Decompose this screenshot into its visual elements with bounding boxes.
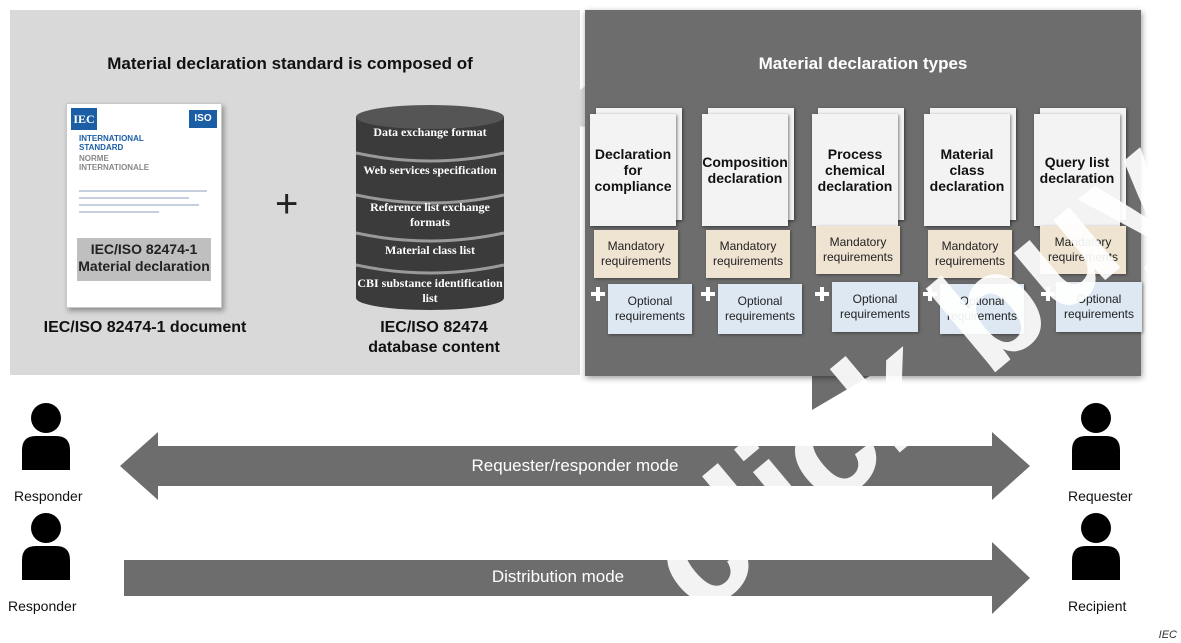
declaration-type-query-list: Query list declaration: [1034, 108, 1128, 226]
watermark-text: click buy full: [613, 0, 1181, 643]
document-label: IEC/ISO 82474-1 Material declaration: [77, 238, 211, 281]
declaration-type-material-class: Material class declaration: [924, 108, 1018, 226]
plus-icon: [923, 287, 937, 301]
declaration-type-name: Query list declaration: [1034, 114, 1120, 226]
plus-icon: [701, 287, 715, 301]
declaration-types-title: Material declaration types: [758, 54, 968, 73]
db-item-reference-list: Reference list exchange formats: [370, 200, 490, 229]
optional-requirements-note: Optional requirements: [940, 284, 1024, 334]
db-item-web-services: Web services specification: [363, 163, 497, 177]
requester-responder-double-arrow: [120, 432, 1030, 500]
norme-internationale-text: NORME INTERNATIONALE: [79, 154, 150, 172]
plus-icon: [815, 287, 829, 301]
person-icon: [1072, 513, 1120, 580]
requester-responder-mode-label: Requester/responder mode: [471, 456, 679, 475]
db-item-cbi-substance: CBI substance identification list: [357, 276, 503, 305]
mandatory-requirements-note: Mandatory requirements: [1040, 226, 1126, 274]
cover-text-line: [79, 197, 189, 199]
declaration-type-name: Material class declaration: [924, 114, 1010, 226]
plus-icon: [1041, 287, 1055, 301]
declaration-type-process-chemical: Process chemical declaration: [812, 108, 906, 226]
mandatory-requirements-note: Mandatory requirements: [594, 230, 678, 278]
distribution-mode-label: Distribution mode: [491, 567, 625, 586]
standard-document-cover: IEC ISO INTERNATIONAL STANDARD NORME INT…: [66, 103, 222, 308]
international-standard-text: INTERNATIONAL STANDARD: [79, 134, 144, 152]
distribution-arrow: [124, 542, 1030, 614]
cover-text-line: [79, 190, 207, 192]
cover-text-line: [79, 204, 199, 206]
mandatory-requirements-note: Mandatory requirements: [706, 230, 790, 278]
database-cylinder-icon: Data exchange format Web services specif…: [356, 105, 504, 310]
optional-requirements-note: Optional requirements: [832, 282, 918, 332]
recipient-label: Recipient: [1068, 598, 1127, 614]
iso-logo: ISO: [189, 110, 217, 128]
mandatory-requirements-note: Mandatory requirements: [928, 230, 1012, 278]
mandatory-requirements-note: Mandatory requirements: [816, 226, 900, 274]
person-icon: [1072, 403, 1120, 470]
declaration-type-name: Composition declaration: [702, 114, 788, 226]
iec-logo: IEC: [71, 108, 97, 130]
iec-figure-mark: IEC: [1158, 629, 1177, 641]
responder-label: Responder: [14, 488, 83, 504]
plus-icon: +: [275, 182, 299, 226]
requester-label: Requester: [1068, 488, 1133, 504]
plus-icon: [591, 287, 605, 301]
optional-requirements-note: Optional requirements: [1056, 282, 1142, 332]
declaration-type-composition: Composition declaration: [702, 108, 796, 226]
declaration-type-name: Declaration for compliance: [590, 114, 676, 226]
optional-requirements-note: Optional requirements: [608, 284, 692, 334]
database-caption: IEC/ISO 82474 database content: [368, 319, 500, 356]
db-item-material-class-list: Material class list: [385, 243, 475, 257]
person-icon: [22, 403, 70, 470]
db-item-data-exchange: Data exchange format: [373, 125, 487, 139]
declaration-type-compliance: Declaration for compliance: [590, 108, 684, 226]
document-caption: IEC/ISO 82474-1 document: [43, 319, 247, 336]
declaration-type-name: Process chemical declaration: [812, 114, 898, 226]
responder-label: Responder: [8, 598, 77, 614]
optional-requirements-note: Optional requirements: [718, 284, 802, 334]
standard-composition-title: Material declaration standard is compose…: [107, 54, 473, 73]
cover-text-line: [79, 211, 159, 213]
person-icon: [22, 513, 70, 580]
